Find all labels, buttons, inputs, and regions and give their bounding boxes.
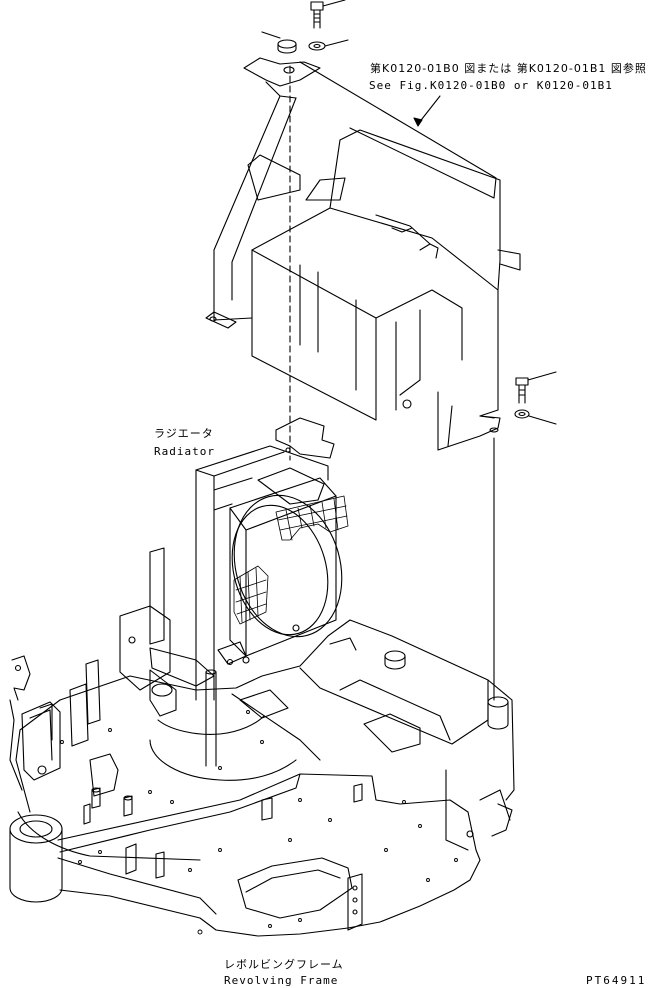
- reference-label-en: See Fig.K0120-01B0 or K0120-01B1: [369, 79, 613, 92]
- reference-leader: [414, 96, 440, 126]
- right-bolt-icon: [516, 372, 556, 403]
- right-washer-icon: [515, 410, 556, 424]
- frame-label-jp: レボルビングフレーム: [224, 958, 344, 971]
- radiator-label-jp: ラジエータ: [154, 427, 214, 440]
- radiator-label-en: Radiator: [154, 445, 215, 458]
- revolving-frame: [10, 548, 514, 936]
- radiator: [196, 418, 358, 700]
- frame-label-en: Revolving Frame: [224, 974, 339, 987]
- figure-code: PT64911: [586, 974, 647, 987]
- washer-icon: [309, 40, 348, 50]
- reference-label-jp: 第K0120-01B0 図または 第K0120-01B1 図参照: [370, 62, 647, 75]
- top-bolt-icon: [311, 0, 345, 28]
- cover-assembly: [206, 58, 520, 450]
- cap-icon: [262, 32, 296, 53]
